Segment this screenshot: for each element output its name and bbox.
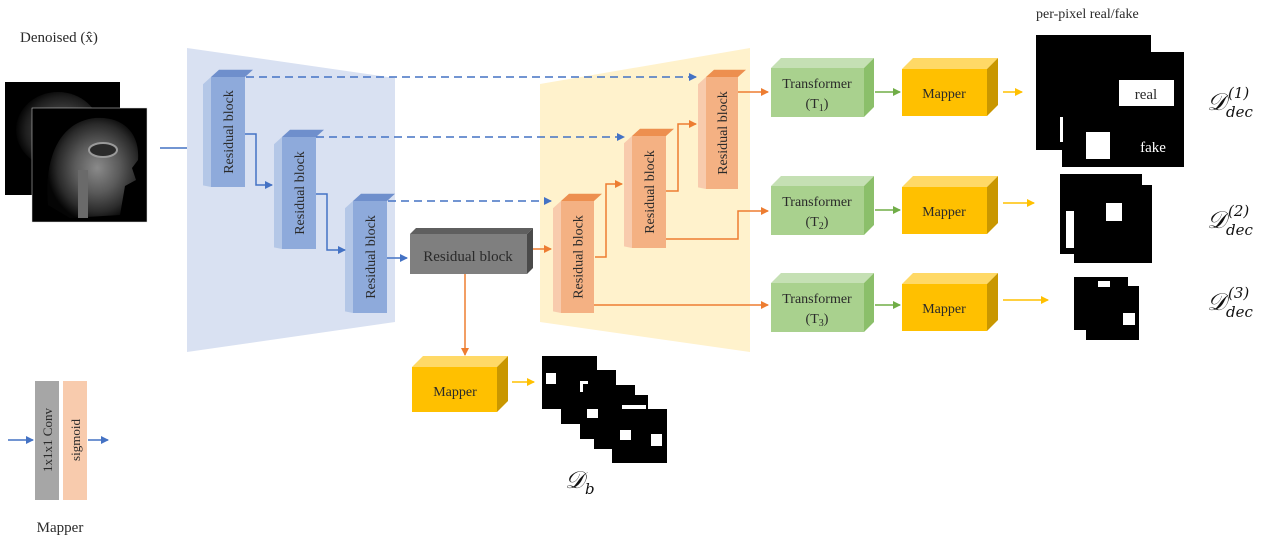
- decoder-residual-block-3[interactable]: Residual block: [698, 69, 746, 189]
- encoder-residual-block-2[interactable]: Residual block: [274, 129, 324, 249]
- svg-text:dec: dec: [1226, 221, 1253, 239]
- mapper-label: Mapper: [922, 87, 966, 102]
- decoder-output-label-1: 𝒟 (1) dec: [1207, 84, 1253, 121]
- encoder-arrow-2: [316, 193, 346, 254]
- mapper-label: Mapper: [922, 205, 966, 220]
- svg-text:(2): (2): [1228, 202, 1249, 220]
- encoder-residual-block-1[interactable]: Residual block: [203, 69, 253, 187]
- mapper-1[interactable]: Mapper: [902, 58, 998, 116]
- real-label: real: [1135, 87, 1157, 103]
- bottleneck-output-masks: [542, 356, 667, 463]
- decoder-arrow-1: [595, 180, 623, 258]
- input-mri-images: [5, 82, 148, 223]
- transformer-2[interactable]: Transformer (T2): [771, 176, 874, 235]
- residual-block-label: Residual block: [293, 151, 308, 235]
- svg-text:dec: dec: [1226, 103, 1253, 121]
- svg-text:b: b: [585, 480, 595, 498]
- decoder-to-t2-arrow: [666, 207, 769, 240]
- transformer-index-label: (T3): [806, 312, 829, 329]
- decoder-output-label-3: 𝒟 (3) dec: [1207, 284, 1253, 321]
- decoder-output-mask-3: [1074, 277, 1139, 340]
- transformer-label: Transformer: [782, 77, 852, 92]
- transformer-index-label: (T1): [806, 97, 829, 114]
- bottleneck-output-label: 𝒟 b: [565, 466, 595, 498]
- fake-label: fake: [1140, 140, 1166, 156]
- decoder-residual-block-1[interactable]: Residual block: [553, 193, 602, 313]
- transformer-index-label: (T2): [806, 215, 829, 232]
- mapper-legend: 1x1x1 Conv sigmoid Mapper: [8, 381, 109, 536]
- mapper-bottleneck[interactable]: Mapper: [412, 356, 508, 412]
- decoder-arrow-2: [666, 120, 697, 192]
- decoder-residual-block-2[interactable]: Residual block: [624, 128, 674, 248]
- transformer-1[interactable]: Transformer (T1): [771, 58, 874, 117]
- residual-block-label: Residual block: [364, 215, 379, 299]
- bottleneck-label: Residual block: [423, 249, 513, 265]
- residual-block-label: Residual block: [643, 150, 658, 234]
- legend-sigmoid-label: sigmoid: [68, 419, 83, 461]
- transformer-label: Transformer: [782, 292, 852, 307]
- legend-caption: Mapper: [37, 520, 84, 536]
- mapper-3[interactable]: Mapper: [902, 273, 998, 331]
- residual-block-label: Residual block: [222, 90, 237, 174]
- transformer-label: Transformer: [782, 195, 852, 210]
- legend-sigmoid-block: [63, 381, 87, 500]
- decoder-output-label-2: 𝒟 (2) dec: [1207, 202, 1253, 239]
- decoder-output-mask-2: [1060, 174, 1152, 263]
- transformer-3[interactable]: Transformer (T3): [771, 273, 874, 332]
- svg-text:dec: dec: [1226, 303, 1253, 321]
- mapper-label: Mapper: [433, 385, 477, 400]
- encoder-arrow-1: [245, 133, 273, 189]
- residual-block-label: Residual block: [716, 91, 731, 175]
- legend-conv-label: 1x1x1 Conv: [40, 408, 55, 472]
- svg-text:(1): (1): [1228, 84, 1249, 102]
- svg-text:(3): (3): [1228, 284, 1249, 302]
- outputs-title: per-pixel real/fake: [1036, 7, 1139, 22]
- legend-conv-block: [35, 381, 59, 500]
- encoder-residual-block-3[interactable]: Residual block: [345, 193, 395, 313]
- mapper-label: Mapper: [922, 302, 966, 317]
- mapper-2[interactable]: Mapper: [902, 176, 998, 234]
- residual-block-label: Residual block: [572, 215, 587, 299]
- decoder-output-mask-1: real fake: [1036, 35, 1184, 167]
- bottleneck-block[interactable]: Residual block: [410, 228, 533, 274]
- input-label: Denoised (x̂): [20, 30, 98, 46]
